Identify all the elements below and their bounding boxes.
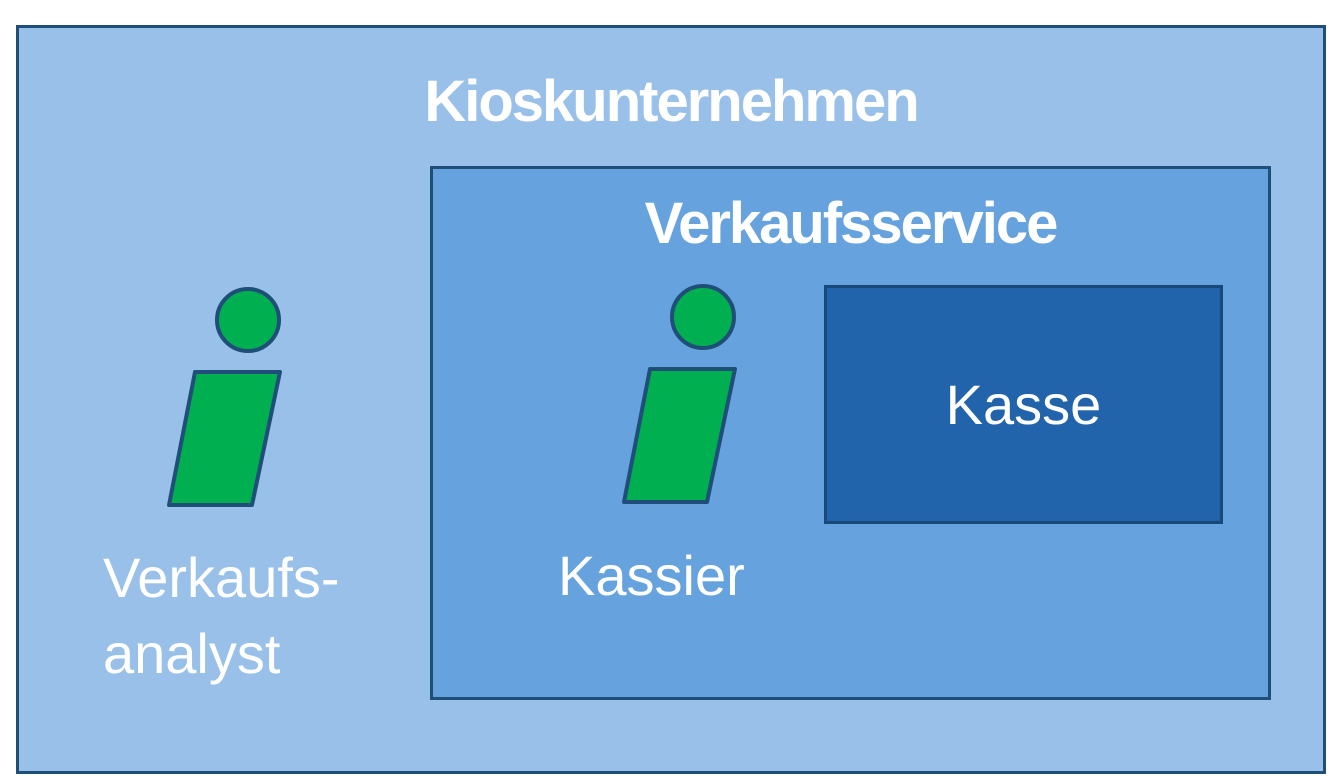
person-head — [670, 284, 736, 350]
verkaufsanalyst-label-line2: analyst — [103, 622, 281, 685]
person-body — [622, 367, 737, 504]
person-head — [215, 287, 281, 353]
kassier-actor — [620, 282, 742, 508]
kasse-box: Kasse — [824, 285, 1223, 524]
person-body — [167, 370, 282, 507]
verkaufsanalyst-actor — [165, 285, 287, 511]
verkaufsanalyst-label: Verkaufs- analyst — [103, 540, 340, 692]
verkaufsservice-title: Verkaufsservice — [644, 191, 1059, 256]
kasse-label: Kasse — [945, 372, 1102, 436]
person-icon — [622, 284, 737, 504]
person-icon — [167, 287, 282, 507]
kassier-label: Kassier — [558, 544, 745, 607]
verkaufsanalyst-label-line1: Verkaufs- — [103, 546, 340, 609]
kioskunternehmen-title: Kioskunternehmen — [424, 69, 919, 134]
